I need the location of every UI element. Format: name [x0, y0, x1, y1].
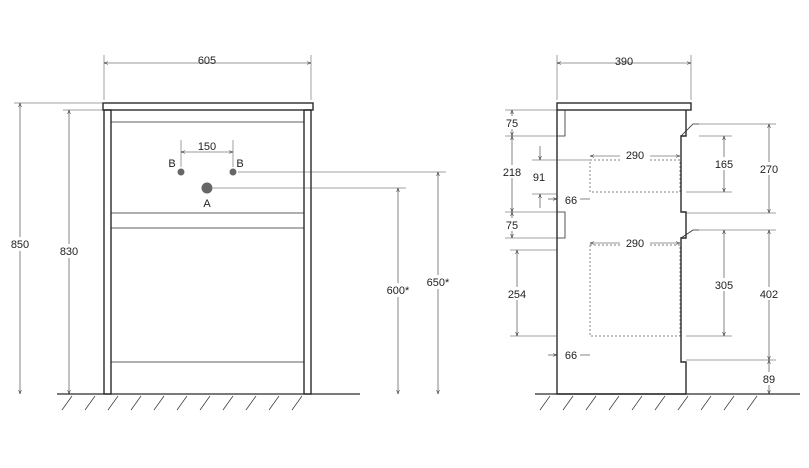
upper-drawer-width-label: 290: [626, 150, 644, 162]
hatch-line: [654, 395, 666, 411]
hatch-line: [291, 395, 303, 411]
upper-drop-label: 91: [533, 172, 545, 184]
front-view: 605 850 830 150 B B A 600* 650*: [6, 55, 453, 411]
point-b-right: [229, 168, 237, 176]
lower-drawer-width-label: 290: [626, 238, 644, 250]
frame-height-label: 830: [60, 246, 78, 258]
hatch-line: [61, 395, 73, 411]
lower-offset-label: 66: [565, 350, 577, 362]
upper-drawer-box: [589, 159, 681, 193]
point-b-height-label: 650*: [427, 277, 450, 289]
countertop-side: [556, 102, 692, 111]
point-b-left-label: B: [168, 158, 175, 170]
hatch-line: [222, 395, 234, 411]
top-rail-profile: [557, 110, 566, 137]
point-a-label: A: [203, 198, 211, 210]
side-view: 390 75 218 75 91 66 254 66: [498, 55, 800, 411]
depth-label: 390: [615, 56, 633, 68]
hatch-line: [199, 395, 211, 411]
total-height-label: 850: [11, 239, 29, 251]
countertop-front: [102, 102, 314, 111]
hatch-line: [245, 395, 257, 411]
width-label: 605: [198, 55, 216, 67]
hatch-line: [677, 395, 689, 411]
hatch-line: [723, 395, 735, 411]
middle-rail-label: 75: [506, 220, 518, 232]
hatch-line: [608, 395, 620, 411]
hatch-line: [176, 395, 188, 411]
hatch-line: [700, 395, 712, 411]
hatch-line: [130, 395, 142, 411]
middle-rail-profile: [557, 211, 566, 239]
point-a-height-label: 600*: [387, 285, 410, 297]
floor-hatch-front: [61, 395, 303, 411]
hatch-line: [153, 395, 165, 411]
point-b-left: [177, 168, 185, 176]
lower-drawer-box: [589, 244, 681, 337]
point-b-right-label: B: [236, 158, 243, 170]
hatch-line: [631, 395, 643, 411]
hatch-line: [746, 395, 758, 411]
leg-height-label: 89: [763, 374, 775, 386]
lower-left-label: 254: [508, 289, 526, 301]
upper-front-label: 270: [760, 164, 778, 176]
lower-front-edge: [680, 229, 699, 239]
lower-front-label: 402: [760, 289, 778, 301]
hatch-line: [585, 395, 597, 411]
floor-hatch-side: [539, 395, 758, 411]
upper-gap-label: 218: [503, 167, 521, 179]
upper-front-edge: [680, 123, 699, 137]
top-rail-label: 75: [506, 118, 518, 130]
hatch-line: [268, 395, 280, 411]
lower-drawer-height-label: 305: [715, 280, 733, 292]
point-a: [201, 182, 213, 194]
hatch-line: [107, 395, 119, 411]
hatch-line: [562, 395, 574, 411]
right-post: [303, 109, 312, 395]
hatch-line: [539, 395, 551, 411]
upper-drawer-height-label: 165: [715, 159, 733, 171]
hatch-line: [84, 395, 96, 411]
spacing-label: 150: [198, 141, 216, 153]
upper-offset-label: 66: [565, 195, 577, 207]
left-post: [103, 109, 112, 395]
